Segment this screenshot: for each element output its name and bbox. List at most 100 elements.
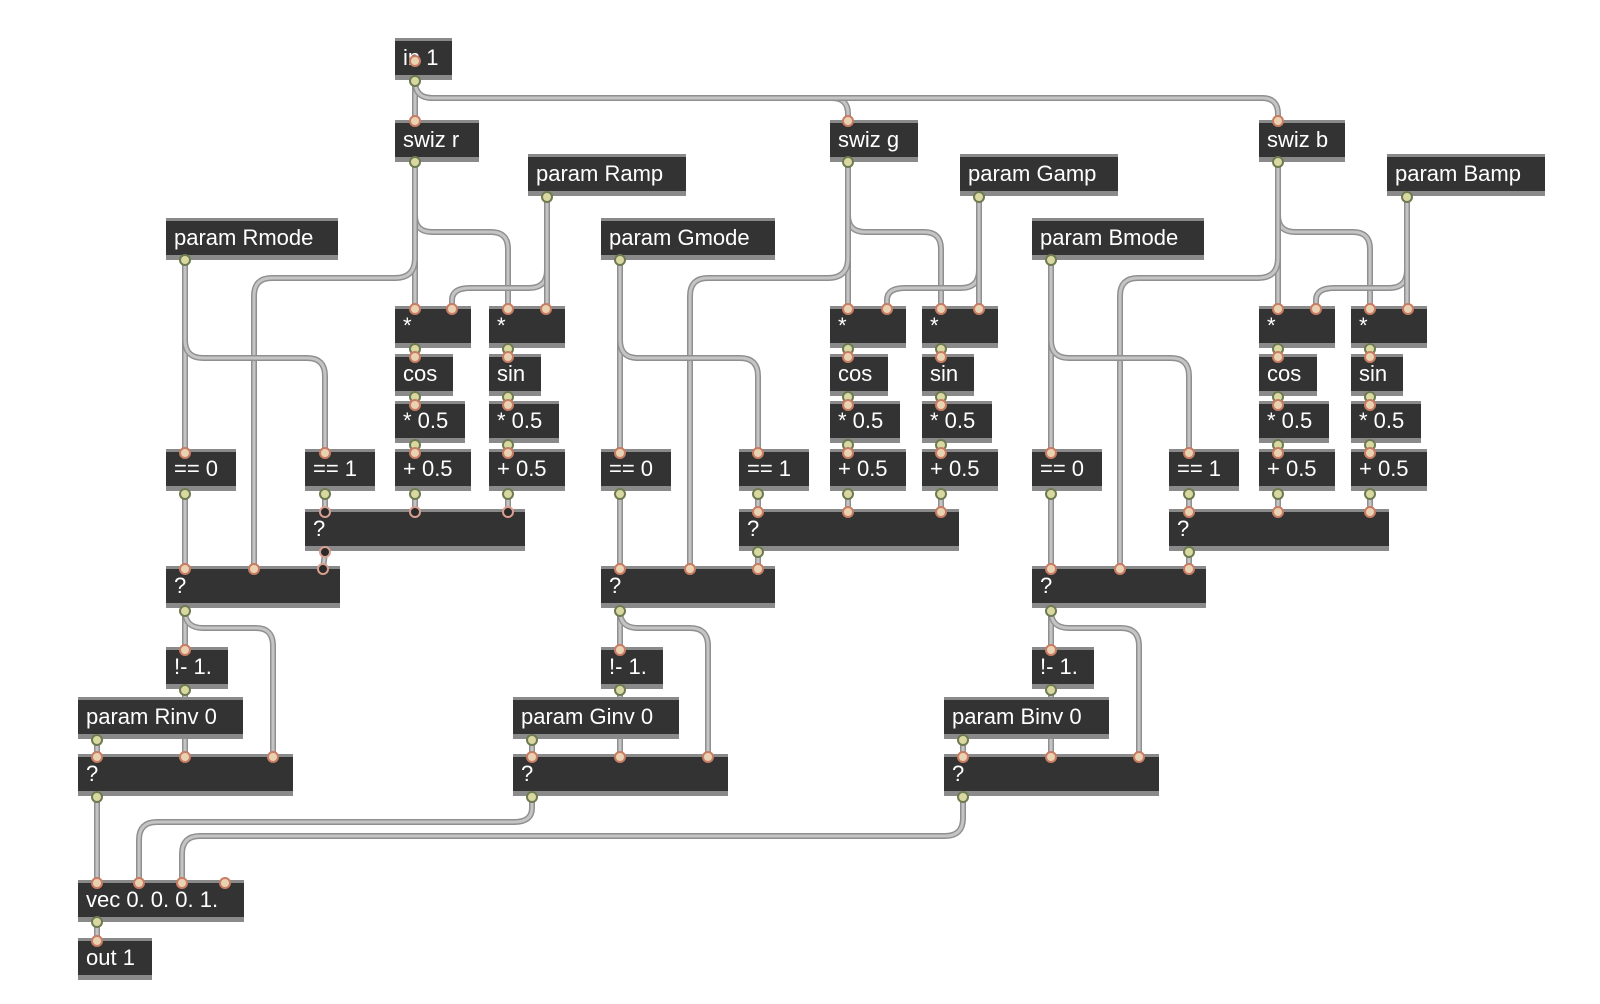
outlet-ramp[interactable] (541, 191, 553, 203)
outlet-gamp[interactable] (973, 191, 985, 203)
object-box-mulB-r[interactable]: * (489, 306, 565, 348)
inlet-mulB-b[interactable] (1364, 303, 1376, 315)
outlet-swiz-r[interactable] (409, 156, 421, 168)
patch-cord[interactable] (1049, 609, 1141, 759)
patch-cord[interactable] (413, 79, 1280, 123)
inlet-cos-g[interactable] (842, 351, 854, 363)
patch-cord[interactable] (180, 795, 965, 885)
object-box-gmode[interactable]: param Gmode (601, 218, 775, 260)
outlet-eq0-g[interactable] (614, 488, 626, 500)
inlet-phB-g[interactable] (935, 447, 947, 459)
outlet-eq0-b[interactable] (1045, 488, 1057, 500)
object-box-gamp[interactable]: param Gamp (960, 154, 1118, 196)
inlet-mulB-b[interactable] (1402, 303, 1414, 315)
patch-cord[interactable] (137, 795, 534, 885)
inlet-q1-r[interactable] (409, 506, 421, 518)
outlet-q2-r[interactable] (179, 605, 191, 617)
inlet-q2-b[interactable] (1045, 563, 1057, 575)
outlet-phA-r[interactable] (409, 488, 421, 500)
object-box-eq0-g[interactable]: == 0 (601, 449, 671, 491)
inlet-q1-b[interactable] (1364, 506, 1376, 518)
inlet-mhA-b[interactable] (1272, 399, 1284, 411)
inlet-vec[interactable] (176, 877, 188, 889)
inlet-mulB-g[interactable] (973, 303, 985, 315)
object-box-mulA-b[interactable]: * (1259, 306, 1335, 348)
object-box-eq1-b[interactable]: == 1 (1169, 449, 1239, 491)
object-box-mulB-g[interactable]: * (922, 306, 998, 348)
object-box-mhB-b[interactable]: * 0.5 (1351, 401, 1421, 443)
inlet-q2-r[interactable] (317, 563, 329, 575)
patch-cord[interactable] (183, 258, 327, 455)
outlet-q2-g[interactable] (614, 605, 626, 617)
inlet-q3-b[interactable] (957, 751, 969, 763)
inlet-mulA-b[interactable] (1272, 303, 1284, 315)
outlet-eq1-r[interactable] (319, 488, 331, 500)
inlet-sin-r[interactable] (502, 351, 514, 363)
inlet-in1[interactable] (409, 55, 421, 67)
outlet-q1-g[interactable] (752, 546, 764, 558)
inlet-q3-r[interactable] (91, 751, 103, 763)
inlet-vec[interactable] (133, 877, 145, 889)
inlet-mulB-r[interactable] (502, 303, 514, 315)
inlet-q1-g[interactable] (752, 506, 764, 518)
patch-cord[interactable] (688, 160, 850, 571)
inlet-eq0-r[interactable] (179, 447, 191, 459)
outlet-eq1-g[interactable] (752, 488, 764, 500)
outlet-q3-g[interactable] (526, 791, 538, 803)
patch-cord[interactable] (885, 195, 981, 311)
outlet-inv-r[interactable] (179, 684, 191, 696)
object-box-mhA-g[interactable]: * 0.5 (830, 401, 900, 443)
inlet-out1[interactable] (91, 935, 103, 947)
object-box-phA-r[interactable]: + 0.5 (395, 449, 471, 491)
object-box-out1[interactable]: out 1 (78, 938, 152, 980)
object-box-phB-g[interactable]: + 0.5 (922, 449, 998, 491)
outlet-swiz-g[interactable] (842, 156, 854, 168)
inlet-vec[interactable] (91, 877, 103, 889)
inlet-mhA-r[interactable] (409, 399, 421, 411)
inlet-q2-g[interactable] (752, 563, 764, 575)
object-box-inv-r[interactable]: !- 1. (166, 647, 228, 689)
inlet-q1-g[interactable] (842, 506, 854, 518)
object-box-swiz-g[interactable]: swiz g (830, 120, 918, 162)
object-box-inv-g[interactable]: !- 1. (601, 647, 663, 689)
inlet-q3-b[interactable] (1133, 751, 1145, 763)
object-box-in1[interactable]: in 1 (395, 38, 452, 80)
inlet-mulA-g[interactable] (842, 303, 854, 315)
inlet-q2-b[interactable] (1183, 563, 1195, 575)
inlet-q1-r[interactable] (319, 506, 331, 518)
inlet-q2-r[interactable] (179, 563, 191, 575)
inlet-mulA-b[interactable] (1310, 303, 1322, 315)
inlet-eq1-r[interactable] (319, 447, 331, 459)
outlet-phB-g[interactable] (935, 488, 947, 500)
inlet-q2-r[interactable] (248, 563, 260, 575)
outlet-inv-b[interactable] (1045, 684, 1057, 696)
outlet-rmode[interactable] (179, 254, 191, 266)
outlet-rinv[interactable] (91, 734, 103, 746)
patch-cord[interactable] (618, 258, 760, 455)
inlet-cos-r[interactable] (409, 351, 421, 363)
object-box-eq1-r[interactable]: == 1 (305, 449, 375, 491)
inlet-inv-r[interactable] (179, 644, 191, 656)
inlet-inv-b[interactable] (1045, 644, 1057, 656)
outlet-eq0-r[interactable] (179, 488, 191, 500)
object-box-mulB-b[interactable]: * (1351, 306, 1427, 348)
outlet-bamp[interactable] (1401, 191, 1413, 203)
inlet-q1-g[interactable] (935, 506, 947, 518)
inlet-eq0-b[interactable] (1045, 447, 1057, 459)
patch-cord[interactable] (252, 160, 417, 571)
outlet-phA-g[interactable] (842, 488, 854, 500)
inlet-sin-b[interactable] (1364, 351, 1376, 363)
object-box-mhA-r[interactable]: * 0.5 (395, 401, 465, 443)
object-box-ramp[interactable]: param Ramp (528, 154, 686, 196)
outlet-q1-r[interactable] (319, 546, 331, 558)
inlet-mhA-g[interactable] (842, 399, 854, 411)
outlet-eq1-b[interactable] (1183, 488, 1195, 500)
inlet-vec[interactable] (219, 877, 231, 889)
object-box-bmode[interactable]: param Bmode (1032, 218, 1204, 260)
object-box-sin-r[interactable]: sin (489, 354, 541, 396)
outlet-bmode[interactable] (1045, 254, 1057, 266)
inlet-swiz-r[interactable] (409, 115, 421, 127)
outlet-q2-b[interactable] (1045, 605, 1057, 617)
patch-cord[interactable] (183, 609, 275, 759)
inlet-cos-b[interactable] (1272, 351, 1284, 363)
